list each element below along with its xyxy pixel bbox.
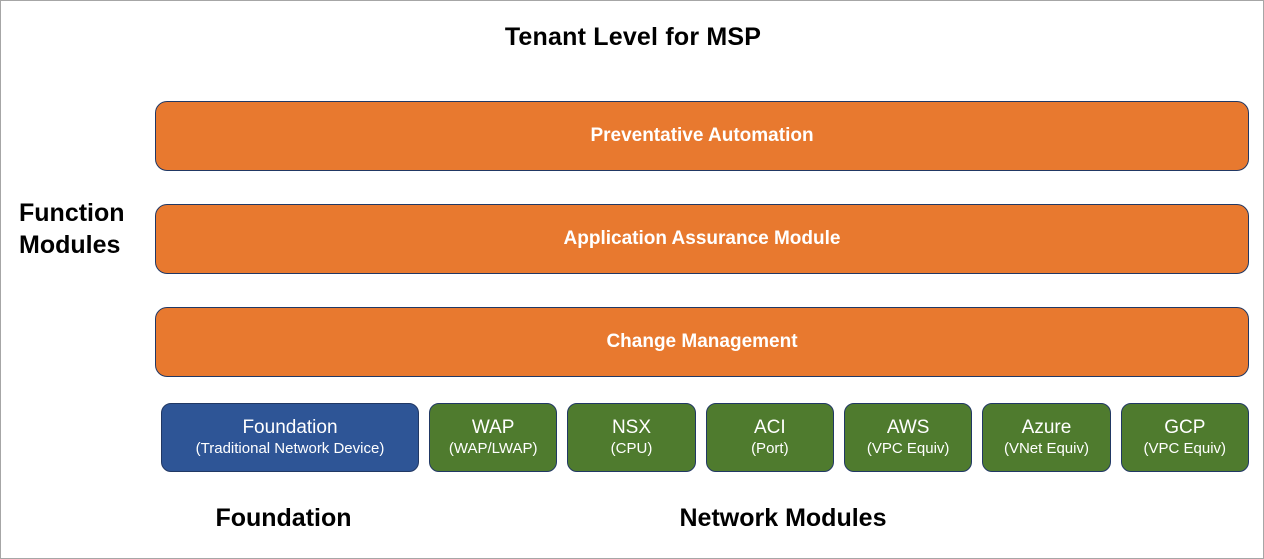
- caption-foundation: Foundation: [215, 504, 352, 532]
- module-title: Azure: [1021, 417, 1072, 439]
- module-title: NSX: [611, 417, 652, 439]
- function-modules-axis-label: Function Modules: [19, 197, 149, 261]
- module-title: GCP: [1164, 417, 1206, 439]
- module-box-wap[interactable]: WAP (WAP/LWAP): [429, 403, 558, 472]
- module-title: Foundation: [242, 417, 338, 439]
- modules-row: Foundation (Traditional Network Device) …: [161, 403, 1249, 472]
- module-title: ACI: [753, 417, 786, 439]
- module-title: WAP: [471, 417, 515, 439]
- module-box-aci[interactable]: ACI (Port): [705, 403, 834, 472]
- module-box-gcp[interactable]: GCP (VPC Equiv): [1120, 403, 1249, 472]
- function-bar-label: Application Assurance Module: [563, 228, 841, 249]
- module-box-aws[interactable]: AWS (VPC Equiv): [843, 403, 973, 472]
- module-subtitle: (WAP/LWAP): [448, 439, 538, 457]
- function-modules-stack: Preventative Automation Application Assu…: [155, 101, 1249, 377]
- function-modules-label-line1: Function: [19, 199, 125, 227]
- function-modules-label-line2: Modules: [19, 231, 121, 259]
- module-subtitle: (VPC Equiv): [1143, 439, 1227, 457]
- page-title: Tenant Level for MSP: [504, 23, 762, 51]
- function-bar-application-assurance-module[interactable]: Application Assurance Module: [155, 204, 1249, 274]
- function-bar-change-management[interactable]: Change Management: [155, 307, 1249, 377]
- module-subtitle: (CPU): [610, 439, 653, 457]
- caption-network-modules: Network Modules: [679, 504, 887, 532]
- module-title: AWS: [886, 417, 930, 439]
- function-bar-label: Preventative Automation: [590, 125, 814, 146]
- module-subtitle: (VNet Equiv): [1003, 439, 1089, 457]
- module-box-nsx[interactable]: NSX (CPU): [567, 403, 696, 472]
- module-subtitle: (VPC Equiv): [866, 439, 950, 457]
- function-bar-preventative-automation[interactable]: Preventative Automation: [155, 101, 1249, 171]
- module-box-azure[interactable]: Azure (VNet Equiv): [982, 403, 1111, 472]
- function-bar-label: Change Management: [606, 331, 798, 352]
- module-subtitle: (Port): [751, 439, 789, 457]
- module-box-foundation[interactable]: Foundation (Traditional Network Device): [161, 403, 419, 472]
- module-subtitle: (Traditional Network Device): [195, 439, 385, 457]
